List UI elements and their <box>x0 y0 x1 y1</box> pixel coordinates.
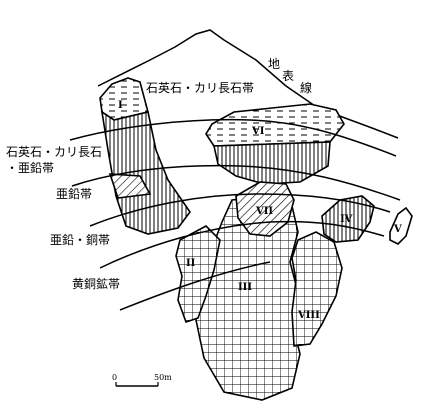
ore-label-VIII: VIII <box>297 310 320 321</box>
ore-body-I <box>99 77 191 235</box>
scale-bar: 0 50m <box>112 373 172 387</box>
ore-label-IV: IV <box>340 214 353 225</box>
label-zinc-copper-zone: 亜鉛・銅帯 <box>50 233 110 247</box>
ore-label-V: V <box>393 224 402 235</box>
ore-body-VI <box>205 103 345 185</box>
ore-body-VIII <box>291 231 343 347</box>
scale-zero: 0 <box>112 373 117 382</box>
zone-boundary-5 <box>119 261 271 311</box>
ore-body-V <box>389 206 413 245</box>
zone-boundary-3 <box>89 193 391 227</box>
ore-label-VI: VI <box>251 126 265 137</box>
ore-label-I: I <box>118 100 123 111</box>
surface-char-2: 表 <box>282 69 294 83</box>
zone-boundary-4 <box>99 220 385 269</box>
ore-label-VII: VII <box>255 206 273 217</box>
surface-char-3: 線 <box>300 80 312 95</box>
ground-surface-line <box>97 29 399 139</box>
label-quartz-kfeldspar-zinc-zone-1: 石英石・カリ長石 <box>6 145 102 159</box>
ore-body-II <box>175 225 221 324</box>
label-zinc-zone: 亜鉛帯 <box>56 187 92 201</box>
zone-boundary-2 <box>71 164 401 201</box>
ore-label-III: III <box>238 282 252 293</box>
label-quartz-kfeldspar-zone: 石英石・カリ長石帯 <box>146 81 254 95</box>
scale-length: 50m <box>154 373 172 382</box>
label-quartz-kfeldspar-zinc-zone-2: ・亜鉛帯 <box>6 161 54 175</box>
ore-label-II: II <box>186 258 196 269</box>
label-chalcopyrite-zone: 黄銅鉱帯 <box>72 276 120 291</box>
surface-char-1: 地 <box>268 57 280 71</box>
zone-boundary-1 <box>69 118 397 157</box>
